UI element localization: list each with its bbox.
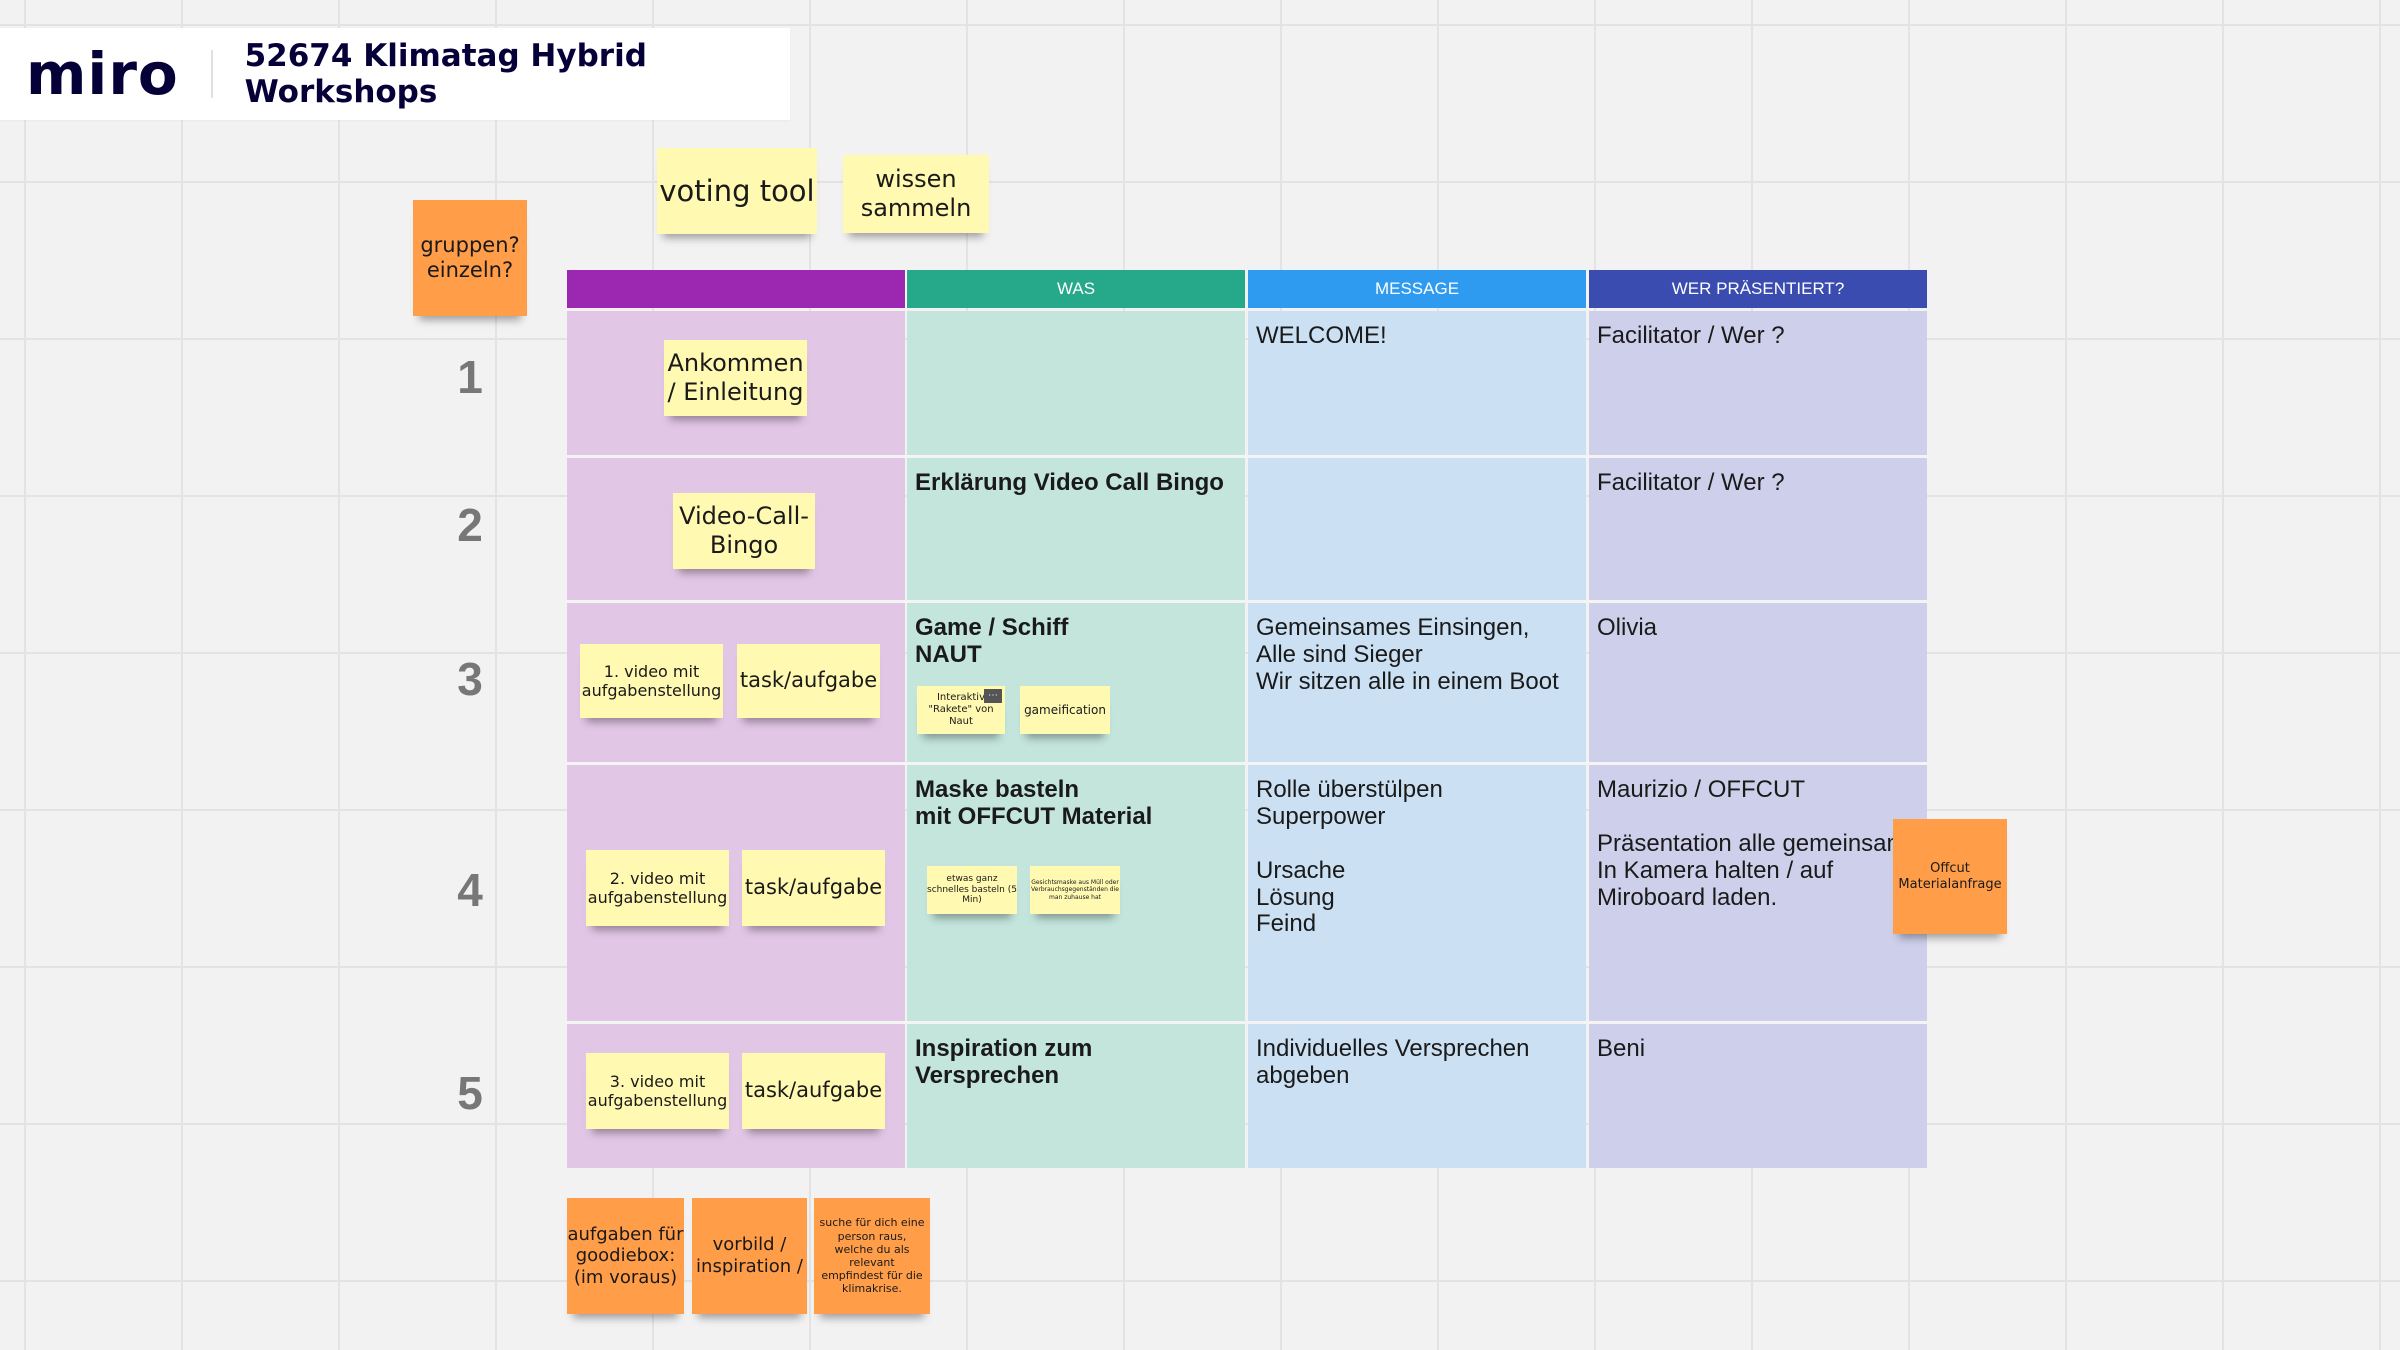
row-divider [567,455,1927,458]
board-title[interactable]: 52674 Klimatag Hybrid Workshops [244,38,647,110]
column-bg-wer [1589,311,1927,1168]
sticky-note-ankommen[interactable]: Ankommen / Einleitung [664,340,807,416]
sticky-note-task-1[interactable]: task/aufgabe [737,644,880,718]
table-cell-wer[interactable]: Olivia [1597,614,1658,641]
table-cell-message[interactable]: Individuelles Versprechen abgeben [1256,1035,1530,1089]
table-cell-was[interactable]: Erklärung Video Call Bingo [915,469,1224,496]
table-cell-message[interactable]: Rolle überstülpen Superpower Ursache Lös… [1256,776,1443,938]
miro-logo[interactable]: miro [26,40,179,108]
row-number: 4 [457,864,483,916]
sticky-note-video-1[interactable]: 1. video mit aufgabenstellung [580,644,723,718]
row-number: 5 [457,1067,483,1119]
row-divider [567,600,1927,603]
sticky-note-goodiebox[interactable]: aufgaben für goodiebox: (im voraus) [567,1198,684,1314]
table-cell-message[interactable]: Gemeinsames Einsingen, Alle sind Sieger … [1256,614,1559,695]
table-cell-was[interactable]: Game / Schiff NAUT [915,614,1069,668]
table-header-message[interactable]: MESSAGE [1248,270,1586,308]
sticky-note-vorbild[interactable]: vorbild / inspiration / [692,1198,807,1314]
sticky-note-basteln[interactable]: etwas ganz schnelles basteln (5 Min) [927,866,1017,914]
table-cell-wer[interactable]: Facilitator / Wer ? [1597,469,1785,496]
row-number: 1 [457,351,483,403]
sticky-note-person[interactable]: suche für dich eine person raus, welche … [814,1198,930,1314]
table-cell-was[interactable]: Inspiration zum Versprechen [915,1035,1093,1089]
sticky-note-video-3[interactable]: 3. video mit aufgabenstellung [586,1053,729,1129]
row-number: 2 [457,499,483,551]
column-bg-message [1248,311,1586,1168]
sticky-note-gruppen-einzeln[interactable]: gruppen? einzeln? [413,200,527,316]
table-cell-wer[interactable]: Facilitator / Wer ? [1597,322,1785,349]
sticky-note-video-call-bingo[interactable]: Video-Call-Bingo [673,493,815,569]
table-cell-wer[interactable]: Beni [1597,1035,1646,1062]
row-divider [567,1021,1927,1024]
sticky-note-task-3[interactable]: task/aufgabe [742,1053,885,1129]
header-divider [210,50,213,98]
board-header: miro 52674 Klimatag Hybrid Workshops [0,28,790,120]
table-header-was[interactable]: WAS [907,270,1245,308]
sticky-note-task-2[interactable]: task/aufgabe [742,850,885,926]
column-bg-left [567,311,905,1168]
sticky-note-wissen-sammeln[interactable]: wissen sammeln [843,155,989,233]
dots-icon[interactable]: ⋯ [984,689,1002,703]
column-bg-was [907,311,1245,1168]
sticky-note-gesichtsmaske[interactable]: Gesichtsmaske aus Müll oder Verbrauchsge… [1030,866,1120,914]
sticky-note-video-2[interactable]: 2. video mit aufgabenstellung [586,850,729,926]
table-cell-wer[interactable]: Maurizio / OFFCUT Präsentation alle geme… [1597,776,1907,911]
table-cell-was[interactable]: Maske basteln mit OFFCUT Material [915,776,1153,830]
row-divider [567,762,1927,765]
table-header-wer[interactable]: WER PRÄSENTIERT? [1589,270,1927,308]
sticky-note-gameification[interactable]: gameification [1020,686,1110,734]
table-cell-message[interactable]: WELCOME! [1256,322,1387,349]
row-number: 3 [457,653,483,705]
sticky-note-offcut-materialanfrage[interactable]: Offcut Materialanfrage [1893,819,2007,934]
sticky-note-voting-tool[interactable]: voting tool [657,148,817,234]
table-header-cell[interactable] [567,270,905,308]
